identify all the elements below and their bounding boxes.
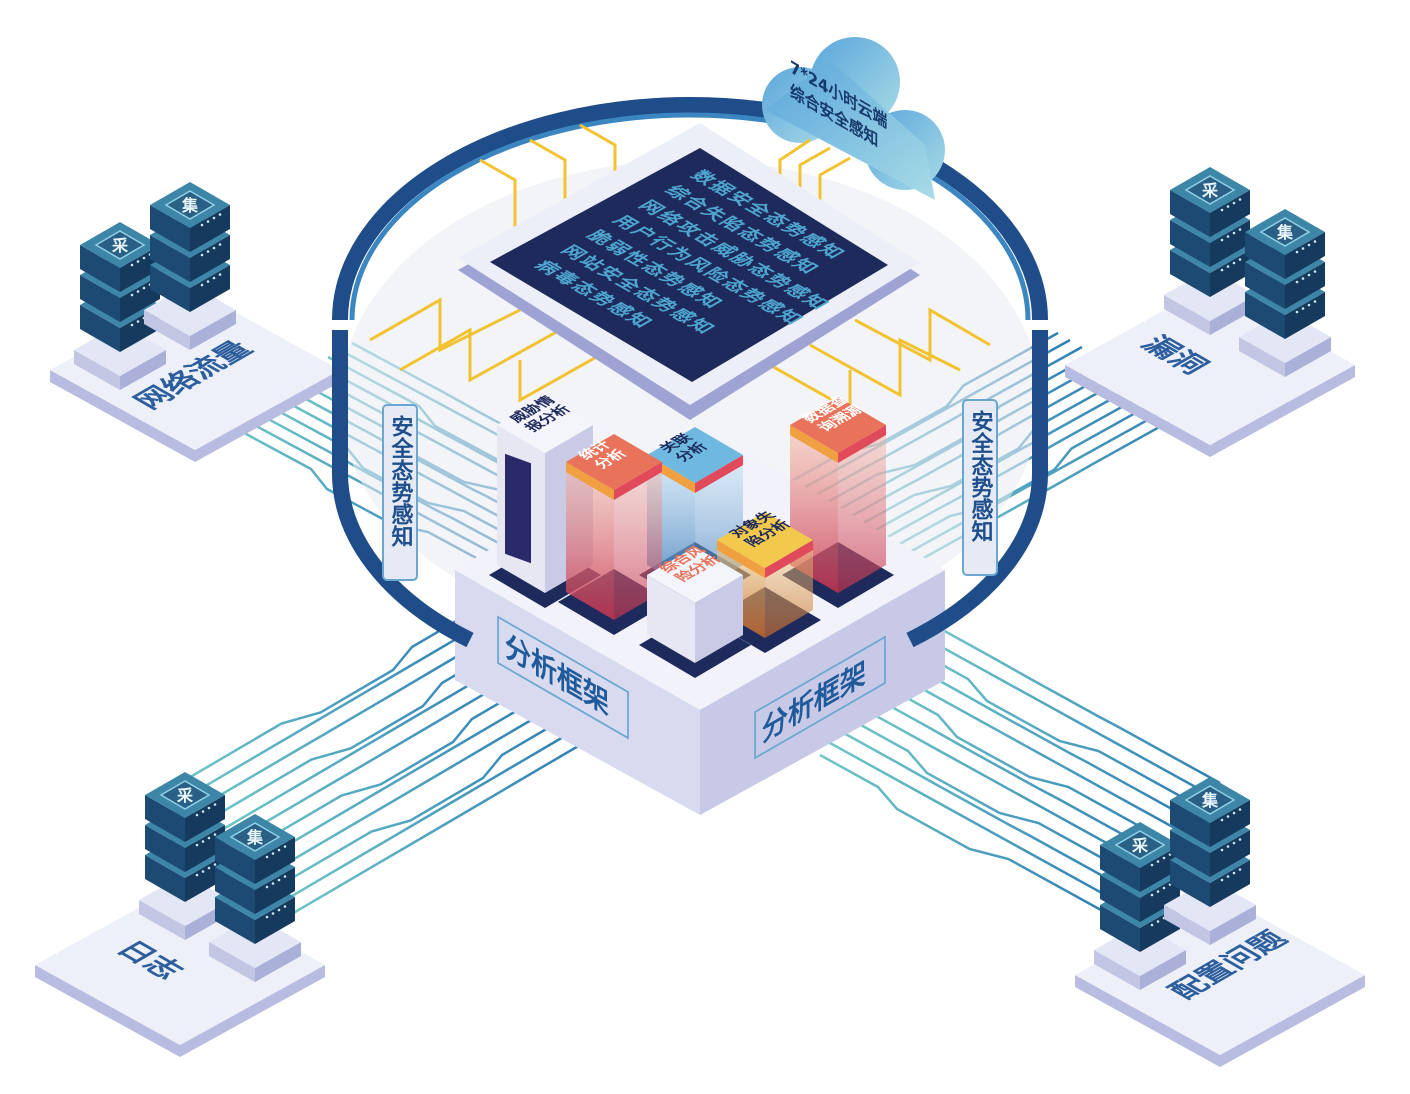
collector-server-icon: 集 [144,182,236,350]
flow-line [889,669,1181,833]
flow-lines-log [179,611,581,917]
flow-line [199,635,491,809]
ring-label-right: 安全态势感知 [968,409,995,543]
collect-tag: 集 [1201,791,1219,810]
awareness-ring-front: 安全态势感知 安全态势感知 [331,330,1049,648]
flow-line [929,621,1221,785]
flow-line [859,705,1151,869]
collector-server-icon: 集 [1239,209,1331,377]
flow-line [229,671,521,845]
bar-chart-icon [505,453,531,564]
flow-line [219,659,511,833]
flow-line [819,753,1111,917]
ring-label-left: 安全态势感知 [388,414,415,548]
flow-line [289,743,581,917]
collector-server-icon: 集 [209,814,301,982]
collect-tag: 采 [1131,836,1148,855]
flow-line [839,729,1131,893]
collect-tag: 集 [1276,223,1294,242]
collector-server-icon: 采 [139,772,231,940]
collector-server-icon: 采 [1094,822,1186,990]
collector-server-icon: 采 [74,222,166,390]
collect-tag: 采 [1201,181,1218,200]
flow-line [849,717,1141,881]
cloud-icon: 7*24小时云端 综合安全感知 [762,37,945,200]
flow-line [899,657,1191,821]
flow-line [909,645,1201,809]
collect-tag: 采 [111,236,128,255]
flow-line [259,707,551,881]
flow-line [239,683,531,857]
collector-server-icon: 集 [1164,777,1256,945]
flow-line [879,681,1171,845]
flow-line [189,623,481,797]
flow-line [919,633,1211,797]
collector-server-icon: 采 [1164,167,1256,335]
flow-lines-config [819,621,1221,917]
flow-line [829,741,1121,905]
collect-tag: 集 [181,196,199,215]
collect-tag: 采 [176,786,193,805]
flow-line [269,719,561,893]
flow-line [279,731,571,905]
flow-line [209,647,501,821]
awareness-chip: 数据安全态势感知综合失陷态势感知网络攻击威胁态势感知用户行为风险态势感知脆弱性态… [458,123,920,420]
flow-line [249,695,541,869]
analysis-modules: 威胁情报分析数据查询溯源关联分析统计分析对象失陷分析综合风险分析 [489,394,894,678]
flow-line [179,611,471,785]
collect-tag: 集 [246,828,264,847]
flow-line [869,693,1161,857]
